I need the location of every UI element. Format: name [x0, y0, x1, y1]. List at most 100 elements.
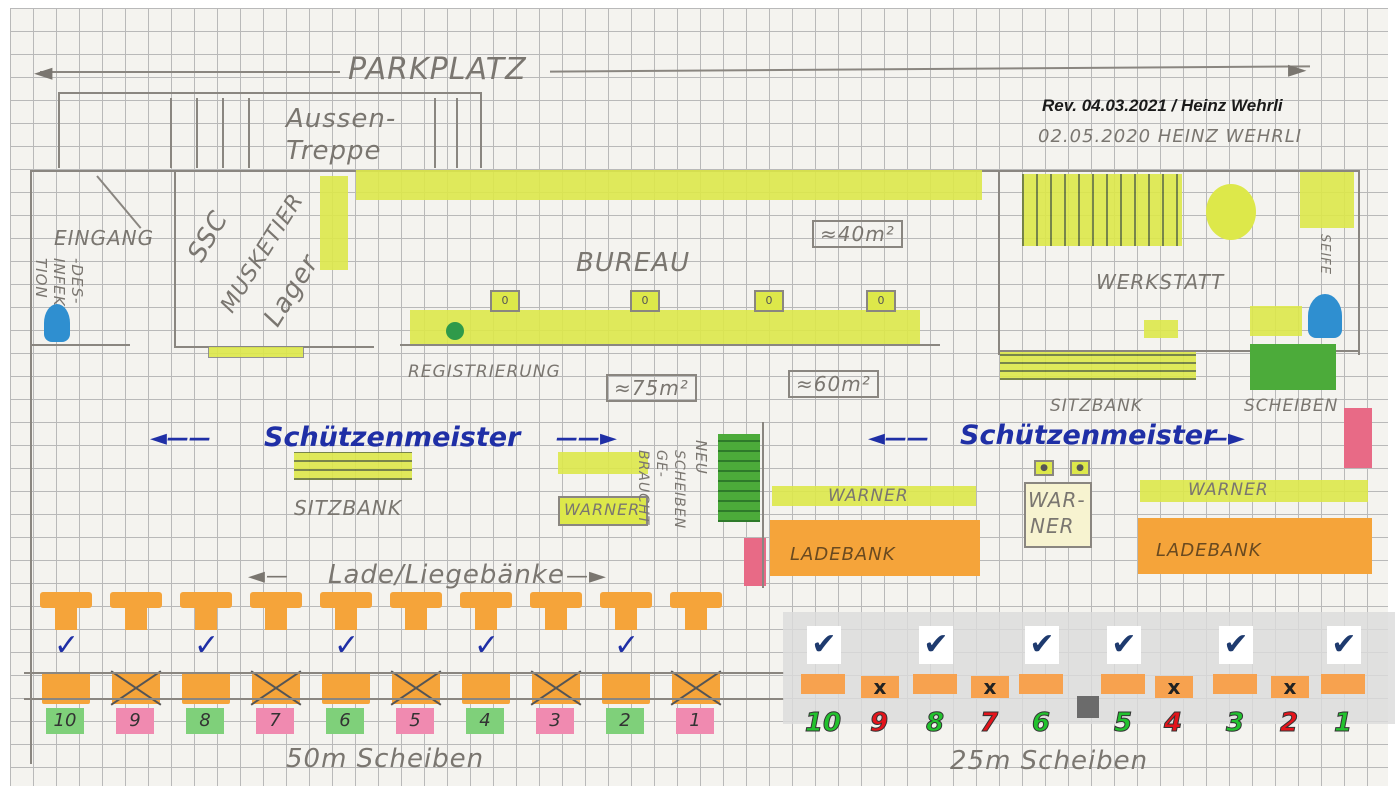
lager-shelf: [208, 346, 304, 358]
scheiben-25m-label: 25m Scheiben: [950, 746, 1149, 776]
lane-number-25m: 10: [804, 708, 842, 739]
open-check-icon: ✓: [474, 628, 500, 663]
target-25m: [1321, 674, 1365, 694]
building-left-wall: [30, 170, 32, 348]
ladebank-a: [770, 520, 980, 576]
lane-number-25m: 8: [925, 708, 945, 739]
warner-box-label-2: NER: [1030, 514, 1075, 538]
closed-target-25m: x: [1271, 676, 1309, 698]
warner-b-label: WARNER: [1188, 480, 1269, 500]
stair-step: [248, 98, 250, 168]
stair-step: [456, 98, 458, 168]
schuetzenmeister-right-arrow-right: —►: [1206, 426, 1245, 451]
parkplatz-arrow-left: [40, 71, 340, 73]
liegebank-top: [390, 592, 442, 608]
counter-highlight: [410, 310, 920, 344]
sitzbank-right-label: SITZBANK: [1050, 396, 1143, 416]
floor-plan-sheet: PARKPLATZ ◄ ► Rev. 04.03.2021 / Heinz We…: [10, 8, 1395, 786]
target-25m: [801, 674, 845, 694]
werkstatt-corner-highlight: [1300, 172, 1354, 228]
lane-number-25m: 3: [1225, 708, 1245, 739]
warner-box-lamp: ●: [1070, 460, 1090, 476]
schuetzenmeister-right-label: Schützenmeister: [960, 420, 1217, 451]
aussentreppe-outline: [58, 92, 482, 168]
lane-number-50m: 2: [606, 708, 644, 734]
liegebank-top: [40, 592, 92, 608]
entry-wall: [30, 344, 130, 346]
desk-mark: 0: [630, 290, 660, 312]
liegebank-top: [320, 592, 372, 608]
center-post: [1077, 696, 1099, 718]
seife-dispenser: [1308, 294, 1342, 338]
closed-target-25m: x: [971, 676, 1009, 698]
liegebank-stem: [475, 606, 497, 630]
target-25m: [913, 674, 957, 694]
stair-step: [196, 98, 198, 168]
eingang-label: EINGANG: [54, 226, 155, 250]
lane-rail-top: [24, 672, 784, 674]
schuetzenmeister-left-label: Schützenmeister: [264, 422, 521, 453]
open-check-icon: ✓: [614, 628, 640, 663]
arrow-left-glyph: ◄: [34, 58, 54, 86]
bureau-right-wall: [998, 170, 1000, 355]
open-check-icon: ✔: [1327, 626, 1361, 664]
lane-number-50m: 5: [396, 708, 434, 734]
registration-dot: [446, 322, 464, 340]
sitzbank-left-highlight: [294, 452, 412, 480]
stair-step: [222, 98, 224, 168]
schuetzenmeister-left-arrow: ◄——: [150, 426, 211, 451]
left-outer-wall: [30, 344, 32, 764]
open-check-icon: ✔: [1107, 626, 1141, 664]
building-right-wall: [1358, 170, 1360, 355]
warner-box-label-1: WAR-: [1028, 488, 1086, 512]
liegebank-stem: [265, 606, 287, 630]
scheiben-right-label: SCHEIBEN: [1244, 396, 1339, 416]
bureau-top-highlight: [356, 170, 982, 200]
liegebank-stem: [545, 606, 567, 630]
werkstatt-desk: [1250, 306, 1302, 336]
liegebank-top: [110, 592, 162, 608]
area-60-label: ≈60m²: [788, 370, 879, 398]
aussentreppe-label-2: Treppe: [286, 136, 382, 166]
warner-mid-highlight: [558, 452, 648, 474]
schuetzenmeister-left-arrow-right: ——►: [556, 426, 617, 451]
registrierung-label: REGISTRIERUNG: [408, 362, 561, 382]
werkstatt-shelf: [1022, 174, 1182, 246]
neu-label: NEU: [692, 440, 710, 475]
open-check-icon: ✓: [54, 628, 80, 663]
lane-number-25m: 2: [1279, 708, 1299, 739]
divider-vertical: [762, 422, 764, 588]
warner-b-highlight: [1140, 480, 1368, 502]
open-check-icon: ✔: [1219, 626, 1253, 664]
lane-number-50m: 10: [46, 708, 84, 734]
sitzbank-left-label: SITZBANK: [294, 496, 402, 520]
liegebank-top: [670, 592, 722, 608]
entry-door: [96, 175, 142, 229]
desk-mark: 0: [490, 290, 520, 312]
liegebank-top: [250, 592, 302, 608]
parkplatz-label: PARKPLATZ: [348, 52, 527, 87]
liegebank-stem: [195, 606, 217, 630]
ladebank-a-label: LADEBANK: [790, 544, 896, 565]
scheiben-neu-stack: [718, 434, 760, 522]
lane-number-50m: 6: [326, 708, 364, 734]
liegebaenke-label: Lade/Liegebänke: [328, 560, 565, 590]
stair-step: [434, 98, 436, 168]
lane-number-50m: 8: [186, 708, 224, 734]
target-25m: [1019, 674, 1063, 694]
scheiben-gebraucht-label: SCHEIBEN GE-BRAUCHT: [635, 450, 687, 530]
scheiben-50m-label: 50m Scheiben: [286, 744, 485, 774]
bureau-left-highlight: [320, 176, 348, 270]
warner-a-highlight: [772, 486, 976, 506]
liegebank-stem: [405, 606, 427, 630]
stair-step: [170, 98, 172, 168]
liegebank-top: [180, 592, 232, 608]
ladebank-b: [1138, 518, 1372, 574]
lane-number-50m: 9: [116, 708, 154, 734]
original-date-label: 02.05.2020 HEINZ WEHRLI: [1038, 126, 1303, 147]
liegebank-top: [600, 592, 652, 608]
lane-number-50m: 4: [466, 708, 504, 734]
lane-number-50m: 3: [536, 708, 574, 734]
bureau-label: BUREAU: [576, 248, 691, 278]
desk-mark: 0: [754, 290, 784, 312]
